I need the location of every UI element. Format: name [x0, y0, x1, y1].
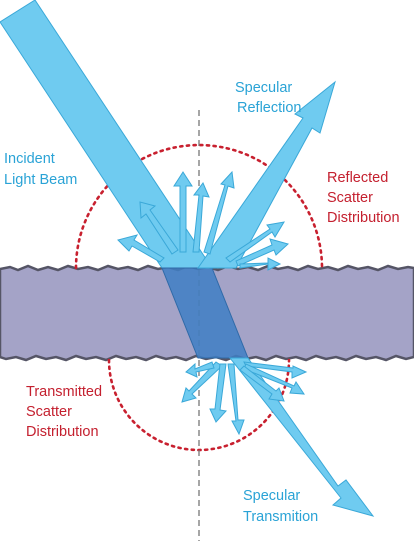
incident-beam-label: Incident Light Beam [4, 151, 77, 188]
reflected-scatter-arrow [117, 234, 165, 263]
transmitted-scatter-arrow [239, 365, 285, 402]
reflected-scatter-arrows [117, 170, 290, 271]
reflected-scatter-arrow [192, 182, 210, 253]
transmitted-scatter-arrow [181, 361, 223, 403]
reflected-scatter-arrow [235, 238, 290, 267]
reflected-scatter-label: Reflected Scatter Distribution [327, 170, 400, 226]
transmitted-scatter-arrow [227, 363, 245, 436]
transmitted-scatter-arrow [209, 363, 227, 423]
specular-transmission-arrow [228, 357, 375, 517]
reflected-scatter-arrow [139, 201, 179, 255]
transmitted-scatter-arrows [181, 361, 308, 436]
reflected-scatter-arrow [173, 171, 193, 253]
transmitted-scatter-label: Transmitted Scatter Distribution [26, 384, 106, 440]
transmitted-scatter-arrow [185, 361, 215, 378]
reflected-scatter-arrow [203, 170, 235, 255]
reflected-scatter-arrow [225, 221, 285, 263]
specular-reflection-label: Specular Reflection [235, 80, 301, 116]
reflected-scatter-arrow [239, 257, 282, 271]
specular-transmission-label: Specular Transmition [243, 488, 318, 525]
